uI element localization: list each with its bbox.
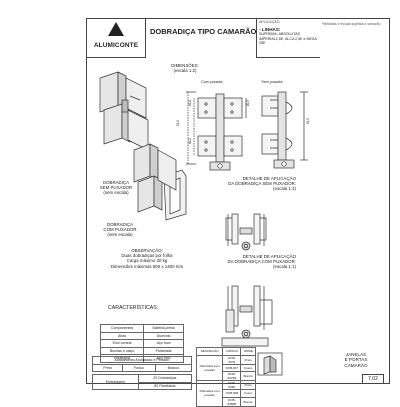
characteristics-title: CARACTERÍSTICAS: — [108, 305, 159, 311]
page-number: 7.02 — [362, 374, 384, 384]
dim-92-right: 92,0 — [306, 118, 310, 125]
table-row: Eixo central Aço Inox — [99, 339, 184, 348]
observation-block: OBSERVAÇÃO: Duas dobradiças por folha Ca… — [100, 248, 194, 269]
dim-46-b: 46,0 — [188, 138, 192, 145]
lines-text: SUPREMA, ABSOLUTAS, IMPERIAL2,5E, ALCA 2… — [259, 32, 317, 46]
application-box: APLICAÇÃO - LINHAS: SUPREMA, ABSOLUTAS, … — [256, 18, 320, 58]
hinge-iso-without-handle — [99, 71, 149, 151]
label-hinge-with-handle: DOBRADIÇA COM PUXADOR (sem escala) — [103, 222, 137, 237]
front-view-with-handle — [186, 91, 247, 171]
product-thumbnails — [257, 352, 283, 376]
logo-block: ALUMICONTE — [86, 18, 146, 58]
front-view-without-handle — [261, 91, 308, 169]
detail-application-with-handle — [221, 285, 273, 347]
logo-icon — [108, 22, 124, 36]
application-label: APLICAÇÃO — [259, 20, 280, 24]
page-title: DOBRADIÇA TIPO CAMARÃO — [150, 27, 257, 36]
dimensions-title: DIMENSÕES: (escala 1:2) — [171, 63, 199, 73]
label-hinge-without-handle: DOBRADIÇA SEM PUXADOR (sem escala) — [99, 180, 133, 195]
table-row: Abas Alumínio — [99, 331, 184, 340]
dim-92-left: 92,0 — [176, 120, 180, 127]
packaging-table: Embalagem 20 Dobradiças 80 Parafusos — [92, 374, 193, 390]
dim-46-a: 46,0 — [188, 100, 192, 107]
brand-name: ALUMICONTE — [93, 42, 139, 49]
side-note: *Medidas e escala sujeitas a variação — [322, 22, 381, 26]
dim-20-5: 20,5 — [246, 100, 250, 107]
label-detail-with-handle: DETALHE DE APLICAÇÃO DA DOBRADIÇA COM PU… — [227, 254, 296, 269]
without-handle-top: Sem puxador — [261, 80, 283, 84]
hinge-iso-with-handle — [133, 143, 187, 221]
finish-table: Acabamento Anodizado e Pintado: Preto Fo… — [91, 356, 193, 372]
codes-table: DESCRIÇÃO CÓDIGO NOME Dobradiça sem puxa… — [195, 347, 256, 407]
with-handle-top: Com puxador — [201, 80, 223, 84]
observation-title: OBSERVAÇÃO: — [131, 248, 163, 253]
table-row: Buchas e calço Poliamida — [99, 346, 184, 355]
product-family: JANELAS E PORTAS CAMARÃO — [344, 352, 368, 368]
detail-application-without-handle — [225, 213, 267, 251]
lines-label: - LINHAS: — [259, 26, 281, 32]
label-detail-without-handle: DETALHE DE APLICAÇÃO DA DOBRADIÇA SEM PU… — [228, 176, 296, 191]
